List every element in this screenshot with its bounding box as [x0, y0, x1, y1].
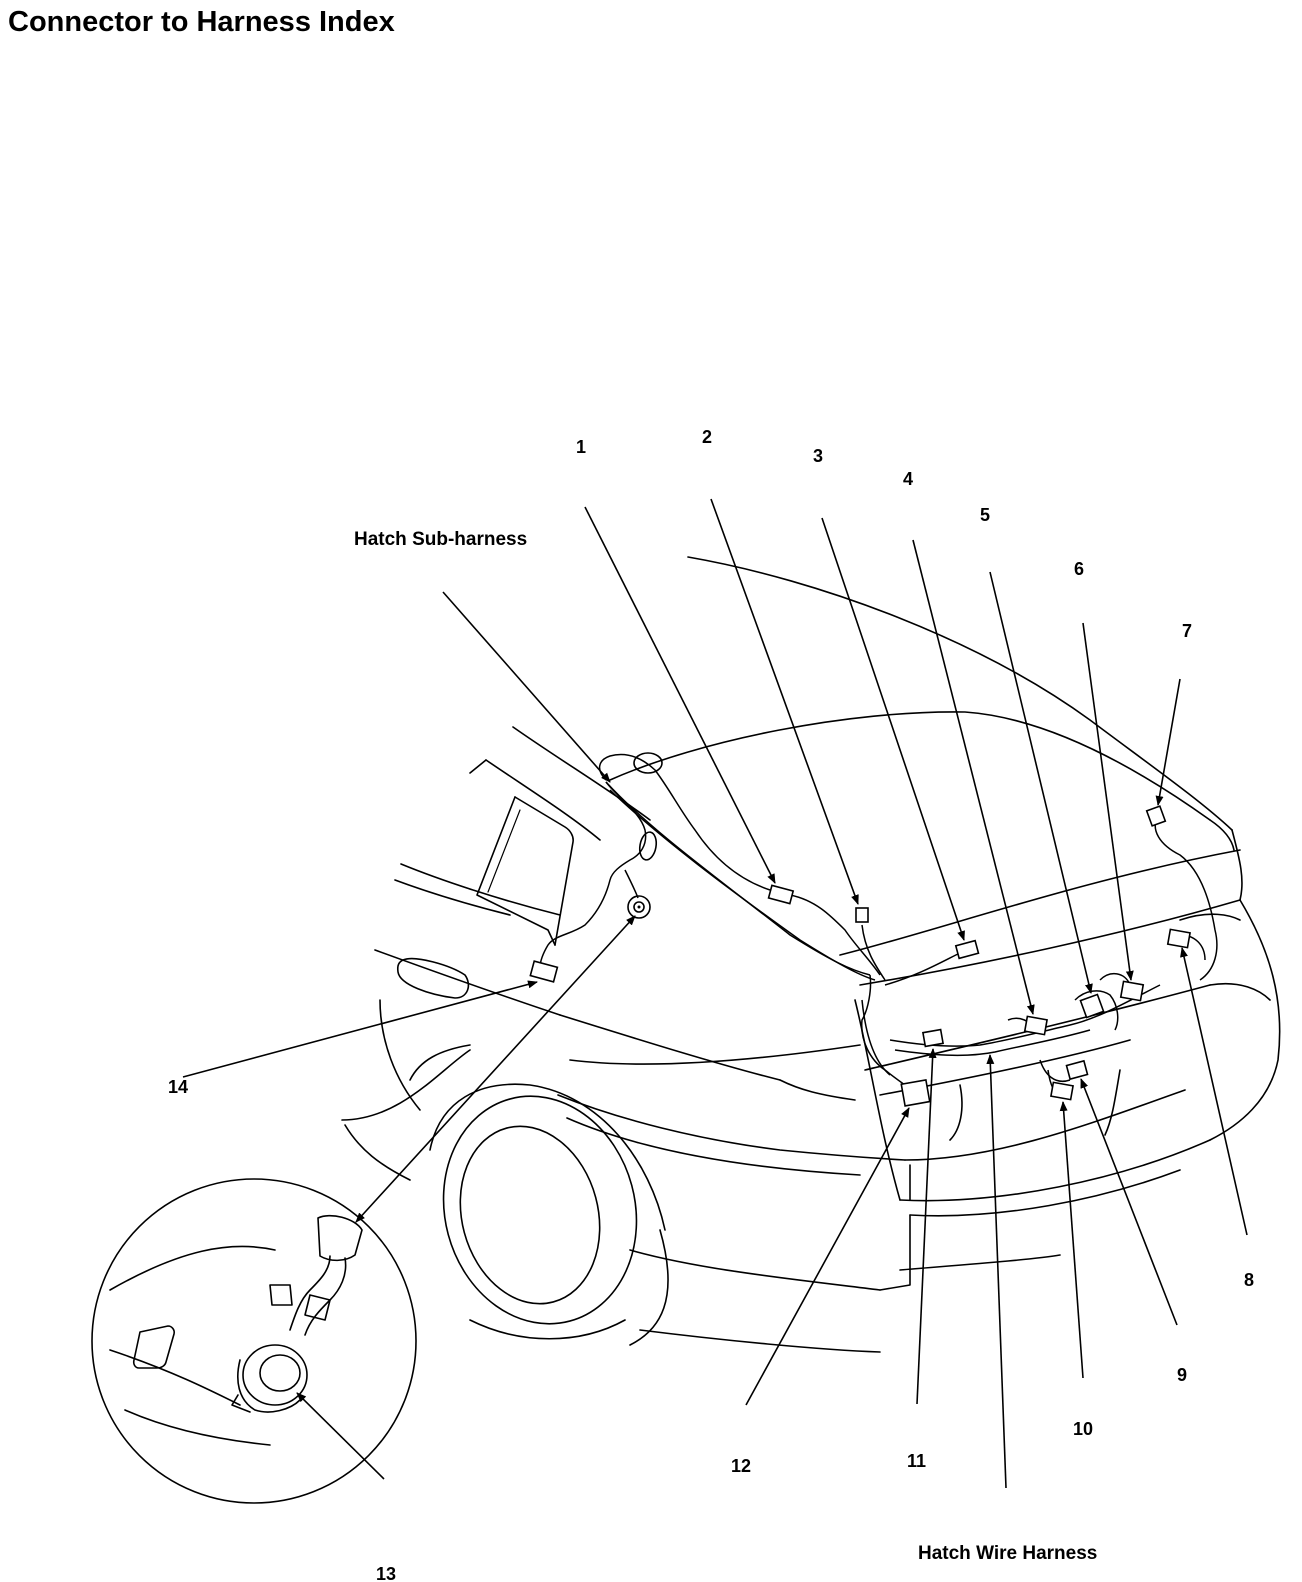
callout-12: 12 [731, 1456, 751, 1476]
connector-6 [1119, 980, 1145, 1002]
callout-13: 13 [376, 1564, 396, 1582]
connector-11 [921, 1028, 945, 1048]
connector-8 [1166, 928, 1191, 949]
connector-1 [767, 884, 795, 905]
callout-1: 1 [576, 437, 586, 457]
detail-inset [91, 1178, 417, 1504]
hatch-sub-harness-label: Hatch Sub-harness [354, 529, 527, 550]
car-body-outline [341, 556, 1281, 1353]
callout-6: 6 [1074, 559, 1084, 579]
hatch-wire-harness-label: Hatch Wire Harness [918, 1543, 1097, 1564]
callout-8: 8 [1244, 1270, 1254, 1290]
connector-5 [1079, 993, 1105, 1019]
callout-7: 7 [1182, 621, 1192, 641]
connector-14 [529, 960, 559, 983]
connector-4 [1023, 1015, 1048, 1036]
callout-2: 2 [702, 427, 712, 447]
callout-11: 11 [907, 1451, 926, 1471]
grommet-13 [627, 895, 651, 919]
connectors [529, 805, 1191, 1107]
leader-lines [182, 498, 1248, 1489]
callout-10: 10 [1073, 1419, 1093, 1439]
callout-9: 9 [1177, 1365, 1187, 1385]
callout-4: 4 [903, 469, 913, 489]
callout-3: 3 [813, 446, 823, 466]
connector-7 [1145, 805, 1167, 827]
connector-12 [900, 1078, 931, 1107]
connector-2 [855, 907, 869, 923]
page-title: Connector to Harness Index [8, 6, 395, 38]
connector-3 [954, 939, 980, 960]
callout-5: 5 [980, 505, 990, 525]
connector-9 [1065, 1059, 1089, 1081]
callout-numbers: 1 2 3 4 5 6 7 8 9 10 11 12 13 14 [168, 427, 1254, 1582]
connector-10 [1050, 1081, 1074, 1101]
callout-14: 14 [168, 1077, 188, 1097]
